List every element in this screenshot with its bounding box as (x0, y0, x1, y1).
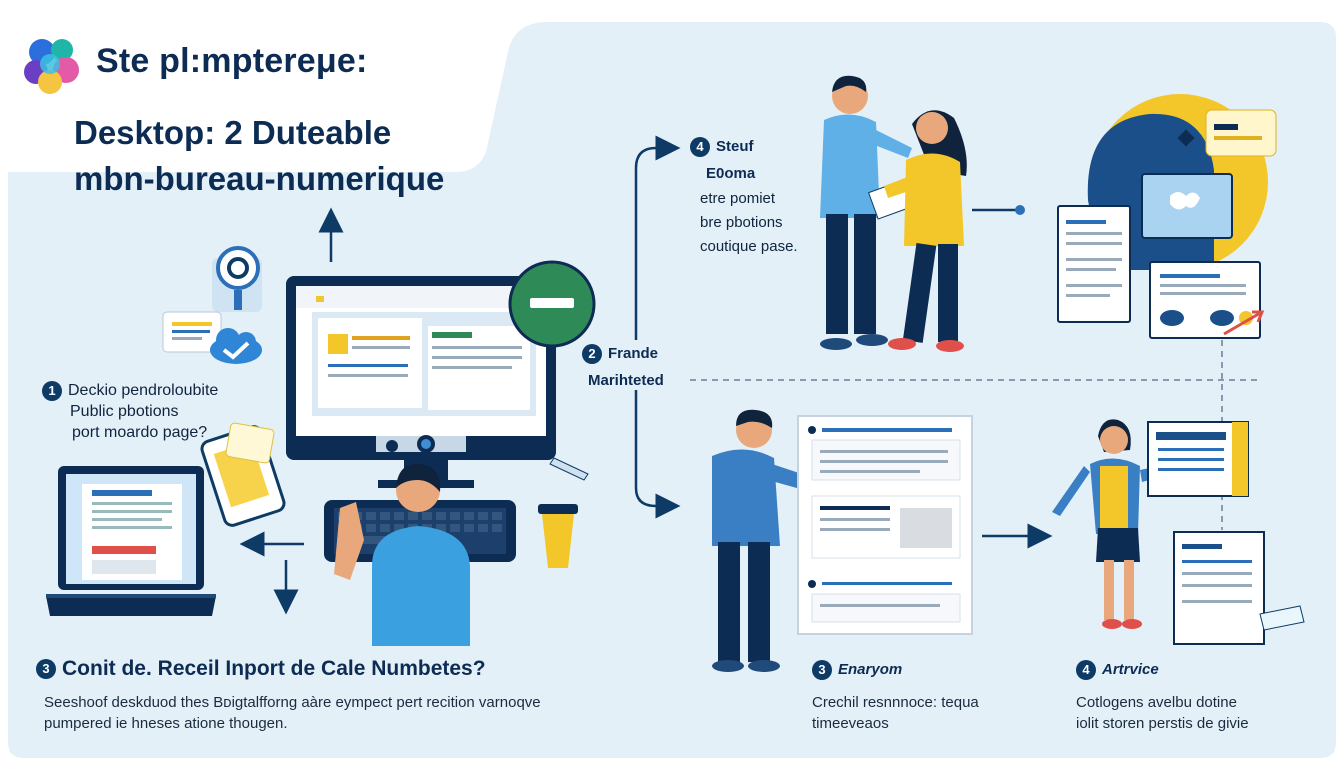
globe-icon (212, 246, 262, 312)
desktop-monitor (286, 276, 556, 488)
step-1-block: 1 Deckio pendroloubite Public pbotions po… (42, 380, 218, 443)
page-title: Desktop: 2 Duteable mbn-bureau-numerique (74, 110, 444, 202)
laptop-illustration (46, 466, 216, 616)
step-3-left-heading: Conit de. Receil Inport de Cale Numbetes… (62, 657, 486, 680)
phone-icon (200, 422, 286, 527)
cloud-check-icon (162, 311, 262, 364)
step-3-right-heading: Enaryom (838, 660, 903, 678)
logo-icon (24, 39, 79, 94)
knowledge-illustration (1057, 94, 1277, 339)
step-3-right-block: 3 Enaryom Crechil resnnnoce: tequa timeev… (812, 660, 979, 734)
step-3-left-description: Seeshoof deskduod thes Bᴅigtalfforng aàr… (44, 692, 541, 734)
people-collaborating (820, 75, 967, 352)
step-2-line-1: Frande (608, 344, 659, 362)
step-4-top-heading: Steuf (716, 137, 754, 155)
step-4-top-line-4: coutique pase. (700, 238, 798, 255)
step-4-top-line-3: bre pbotions (700, 214, 783, 231)
step-3-left-number: 3 (36, 659, 56, 680)
step-1-number: 1 (42, 380, 62, 401)
step-1-line-1: Deckio pendroloubite (68, 382, 219, 399)
step-3-left-block: 3 Conit de. Receil Inport de Cale Numbete… (36, 657, 486, 681)
step-4-top-line-1: E0oma (706, 165, 756, 182)
title-line-1: Desktop: 2 Duteable (74, 114, 392, 151)
step-4-right-number: 4 (1076, 660, 1096, 680)
person-presenting (1052, 419, 1170, 629)
step-2-block: 2 Frande Marihteted (582, 344, 664, 389)
step-4-right-block: 4 Artrvice Cotlogens avelbu dotine iolit … (1076, 660, 1249, 734)
step-2-number: 2 (582, 344, 602, 364)
step-3-right-line-1: Crechil resnnnoce: tequa (812, 694, 979, 711)
step-1-line-2: Public pbotions (70, 403, 179, 420)
step-4-top-number: 4 (690, 137, 710, 157)
step-4-right-line-2: iolit storen perstis de givie (1076, 715, 1249, 732)
step-1-line-3: port moardo page? (72, 424, 208, 441)
brand-title: Ste pl:mptereμe: (96, 42, 368, 80)
step-4-right-heading: Artrvice (1102, 660, 1159, 678)
person-at-desk (334, 463, 470, 646)
step-3-right-line-2: timeeveaos (812, 715, 889, 732)
title-line-2: mbn-bureau-numerique (74, 160, 445, 197)
step-3-left-line-1: Seeshoof deskduod thes Bᴅigtalfforng aàr… (44, 694, 541, 711)
step-3-right-number: 3 (812, 660, 832, 680)
minus-badge-icon (508, 260, 596, 348)
cup-icon (538, 504, 578, 568)
step-2-line-2: Marihteted (588, 372, 664, 389)
presentation-board (1147, 421, 1305, 645)
step-4-right-line-1: Cotlogens avelbu dotine (1076, 694, 1237, 711)
flow-arrows (634, 135, 1262, 549)
step-3-left-line-2: pumpered ie hneses atione thougen. (44, 715, 288, 732)
step-4-top-line-2: etre pomiet (700, 190, 776, 207)
step-4-top-block: 4 Steuf E0oma etre pomiet bre pbotions co… (690, 137, 798, 257)
document-page (797, 415, 973, 635)
